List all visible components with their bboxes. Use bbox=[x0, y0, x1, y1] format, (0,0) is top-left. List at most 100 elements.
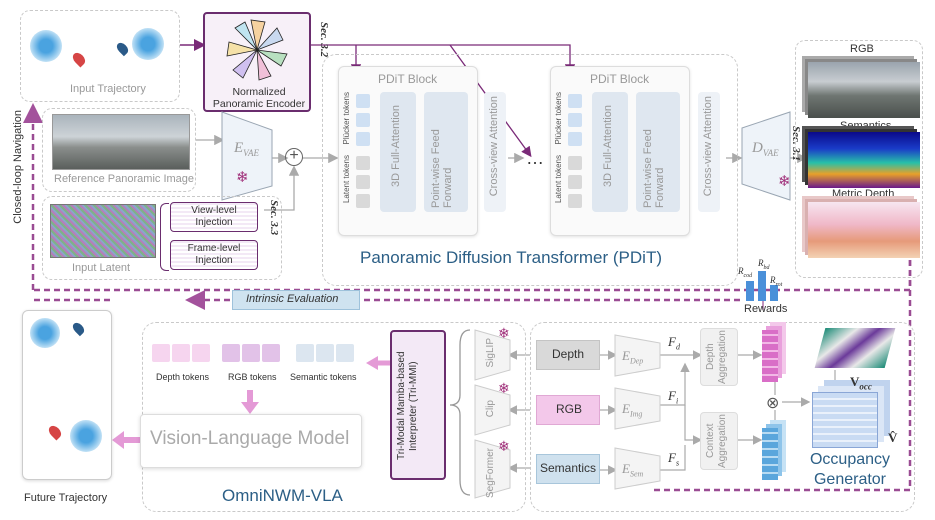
latent-token bbox=[568, 175, 582, 189]
feed-forward-block-1 bbox=[424, 92, 468, 212]
vision-language-model bbox=[140, 414, 362, 468]
plucker-token bbox=[568, 94, 582, 108]
depth-aggregation-block bbox=[700, 328, 738, 386]
snowflake-icon: ❄ bbox=[498, 325, 510, 341]
cross-view-block-2 bbox=[698, 92, 720, 212]
plucker-token bbox=[568, 132, 582, 146]
v-occ-main: V bbox=[850, 374, 860, 389]
injection-brace bbox=[160, 203, 169, 271]
reference-image-label: Reference Panoramic Image bbox=[54, 173, 195, 185]
f-i-label: Fi bbox=[668, 388, 678, 406]
input-trajectory-label: Input Trajectory bbox=[70, 83, 146, 95]
rewards-label: Rewards bbox=[744, 303, 788, 315]
snowflake-icon: ❄ bbox=[498, 380, 510, 396]
d-vae-label: DVAE bbox=[752, 140, 779, 158]
feed-forward-block-2 bbox=[636, 92, 680, 212]
vlm-label: Vision-Language Model bbox=[150, 428, 350, 449]
metric-depth-output-image bbox=[808, 202, 920, 258]
tri-mmi-label: Tri-Modal Mamba-based Interpreter (Tri-M… bbox=[396, 351, 419, 461]
intrinsic-evaluation-box bbox=[232, 290, 360, 310]
input-latent-panel bbox=[42, 196, 282, 280]
context-feature-stack bbox=[762, 428, 778, 480]
depth-token bbox=[152, 344, 170, 362]
frame-injection-label: Frame-level Injection bbox=[187, 243, 241, 266]
rewards-chart bbox=[740, 265, 788, 303]
r-cod-main: R bbox=[738, 266, 744, 276]
r-bd-sub: bd bbox=[763, 264, 770, 271]
latent-token bbox=[356, 175, 370, 189]
otimes-icon: ⊗ bbox=[766, 395, 780, 412]
car-marker-icon bbox=[70, 420, 102, 452]
reward-bar bbox=[758, 271, 766, 301]
plucker-token bbox=[356, 94, 370, 108]
depth-input-box bbox=[536, 340, 600, 370]
e-sem-label: ESem bbox=[622, 461, 643, 479]
r-rot-sub: rot bbox=[775, 281, 783, 288]
input-latent-grid bbox=[50, 204, 156, 258]
feed-forward-label-1: Point-wise Feed Forward bbox=[430, 129, 454, 208]
encoder-pinwheel-icon bbox=[226, 19, 288, 81]
car-marker-icon bbox=[30, 30, 62, 62]
e-vae-main: E bbox=[234, 140, 244, 156]
depth-tokens-label: Depth tokens bbox=[156, 372, 210, 382]
semantics-output-image bbox=[808, 132, 920, 188]
plucker-token bbox=[568, 113, 582, 127]
semantic-token bbox=[336, 344, 354, 362]
rgb-output-image bbox=[808, 62, 920, 118]
full-attention-label-2: 3D Full-Attention bbox=[602, 105, 614, 187]
section-label-3-2: Sec. 3.2 bbox=[318, 22, 330, 58]
semantics-input-box bbox=[536, 454, 600, 484]
snowflake-icon: ❄ bbox=[498, 438, 510, 454]
e-sem-sub: Sem bbox=[629, 469, 644, 479]
semantics-input-label: Semantics bbox=[540, 461, 597, 475]
e-img-sub: Img bbox=[629, 409, 643, 419]
view-level-injection bbox=[170, 202, 258, 232]
pdit-panel bbox=[322, 54, 738, 286]
occupancy-generator-label: Occupancy Generator bbox=[809, 451, 891, 488]
snowflake-icon: ❄ bbox=[236, 169, 249, 186]
f-s-label: Fs bbox=[668, 450, 679, 468]
cross-view-label-1: Cross-view Attention bbox=[488, 96, 500, 197]
full-attention-label-1: 3D Full-Attention bbox=[390, 105, 402, 187]
rgb-token bbox=[242, 344, 260, 362]
snowflake-icon: ❄ bbox=[778, 173, 791, 190]
segformer-label: SegFormer bbox=[485, 448, 496, 499]
e-img-label: EImg bbox=[622, 401, 642, 419]
section-label-3-3: Sec. 3.3 bbox=[268, 200, 280, 236]
rgb-output-label: RGB bbox=[850, 43, 874, 55]
rgb-token bbox=[262, 344, 280, 362]
e-img-main: E bbox=[622, 401, 630, 416]
f-d-sub: d bbox=[675, 342, 680, 352]
clip-label: Clip bbox=[485, 400, 496, 418]
occupancy-bev-image bbox=[814, 328, 896, 368]
car-marker-icon bbox=[30, 318, 60, 348]
latent-token bbox=[356, 156, 370, 170]
semantic-token bbox=[296, 344, 314, 362]
outputs-panel bbox=[795, 40, 923, 278]
f-s-main: F bbox=[668, 450, 676, 465]
e-dep-label: EDep bbox=[622, 348, 643, 366]
rgb-input-box bbox=[536, 395, 600, 425]
latent-token bbox=[568, 156, 582, 170]
latent-tokens-label-1: Latent tokens bbox=[342, 155, 351, 204]
ellipsis: … bbox=[526, 148, 544, 168]
rgb-token bbox=[222, 344, 240, 362]
full-attention-block-2 bbox=[592, 92, 628, 212]
reference-panoramic-image bbox=[52, 114, 190, 170]
plucker-token bbox=[356, 132, 370, 146]
r-bd-main: R bbox=[758, 258, 764, 268]
future-trajectory-label: Future Trajectory bbox=[24, 492, 108, 504]
plucker-token bbox=[356, 113, 370, 127]
encoder-title: Normalized Panoramic Encoder bbox=[212, 86, 306, 110]
e-vae-sub: VAE bbox=[243, 148, 259, 158]
depth-token bbox=[172, 344, 190, 362]
e-sem-main: E bbox=[622, 461, 630, 476]
full-attention-block-1 bbox=[380, 92, 416, 212]
pdit-title: Panoramic Diffusion Transformer (PDiT) bbox=[360, 248, 662, 267]
occupancy-panel bbox=[530, 322, 915, 512]
siglip-label: SigLIP bbox=[485, 338, 496, 368]
input-trajectory-panel bbox=[20, 10, 180, 102]
context-aggregation-label: Context Aggregation bbox=[705, 414, 728, 468]
v-occ-sub: occ bbox=[859, 381, 872, 392]
vla-title: OmniNWM-VLA bbox=[222, 486, 343, 505]
